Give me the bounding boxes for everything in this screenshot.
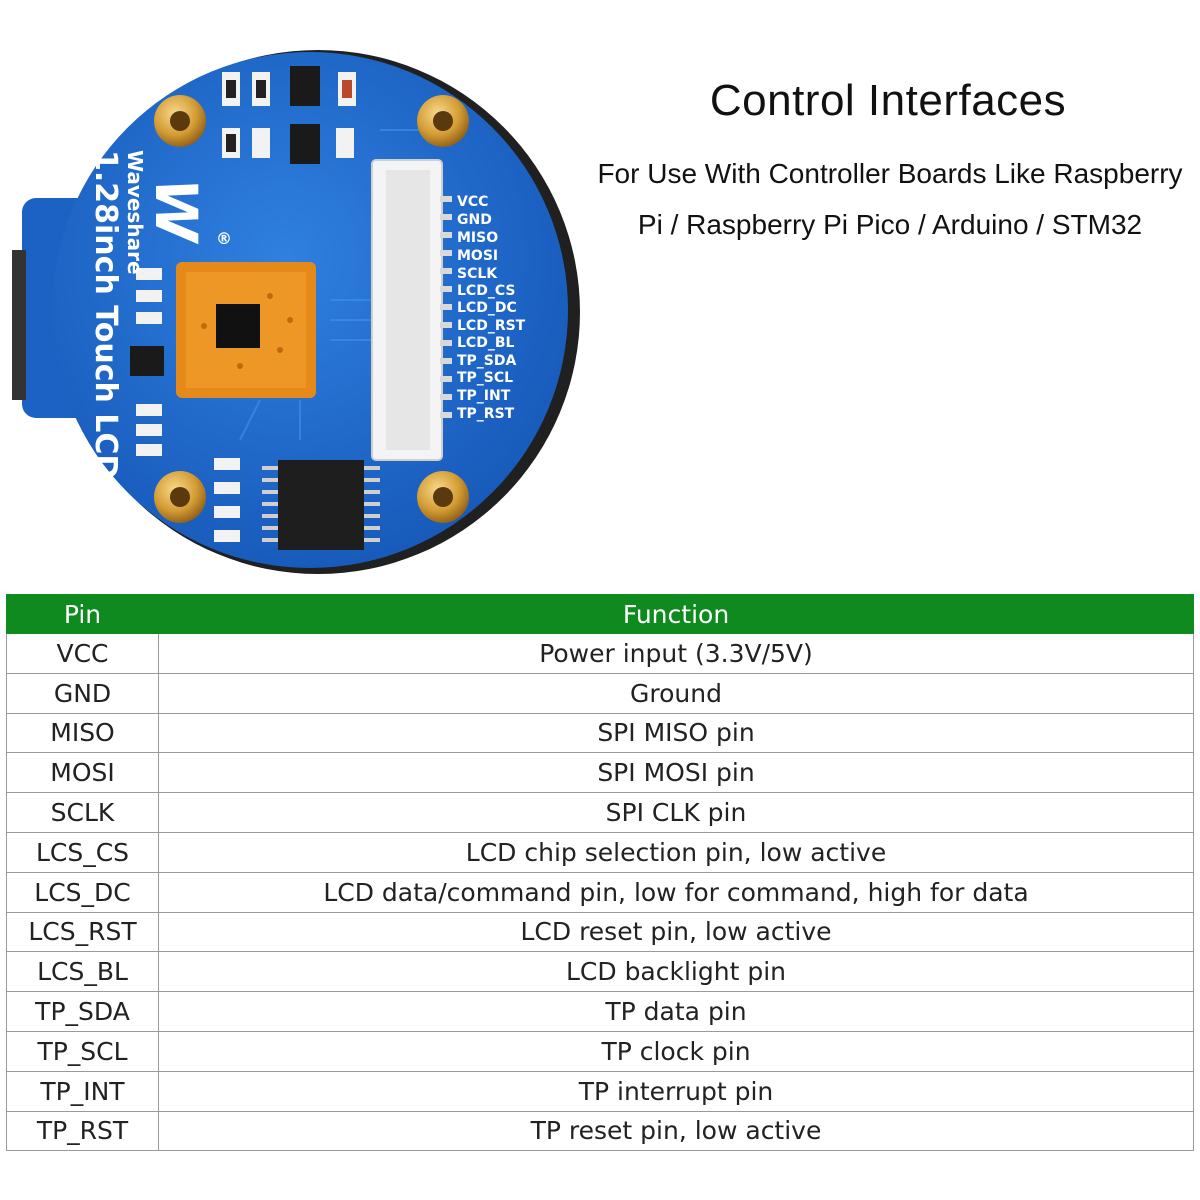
pin-cell: MOSI — [6, 752, 159, 794]
pin-cell: LCS_CS — [6, 831, 159, 873]
silk-pin-label: LCD_DC — [457, 300, 517, 316]
function-cell: TP clock pin — [158, 1030, 1194, 1072]
waveshare-logo: W — [142, 178, 210, 245]
round-lcd-board: VCC GND MISO MOSI SCLK LCD_CS LCD_DC LCD… — [12, 50, 580, 574]
pin-cell: SCLK — [6, 792, 159, 833]
silk-pin-label: LCD_CS — [457, 283, 515, 299]
silk-pin-label: GND — [457, 212, 492, 228]
silk-pin-label: MOSI — [457, 248, 498, 264]
function-cell: SPI CLK pin — [158, 792, 1194, 833]
silk-pin-label: TP_INT — [457, 388, 511, 404]
silk-pin-label: VCC — [457, 194, 488, 210]
pin-cell: TP_SCL — [6, 1030, 159, 1072]
pin-cell: LCS_RST — [6, 911, 159, 953]
smd-components-top — [222, 66, 356, 164]
mounting-holes — [154, 95, 469, 523]
function-cell: TP reset pin, low active — [158, 1110, 1194, 1152]
page-title: Control Interfaces — [709, 76, 1067, 125]
column-header-function: Function — [158, 594, 1194, 634]
silk-pin-label: LCD_RST — [457, 318, 526, 334]
pin-cell: LCS_BL — [6, 951, 159, 993]
function-cell: LCD reset pin, low active — [158, 911, 1194, 953]
subtitle-line: For Use With Controller Boards Like Rasp… — [597, 158, 1183, 189]
silk-pin-label: MISO — [457, 230, 498, 246]
function-cell: LCD backlight pin — [158, 951, 1194, 993]
function-cell: LCD chip selection pin, low active — [158, 831, 1194, 873]
function-cell: TP data pin — [158, 991, 1194, 1032]
pin-cell: VCC — [6, 633, 159, 674]
silk-pin-label: TP_RST — [457, 406, 515, 422]
smd-components-left — [130, 268, 164, 456]
brand-silkscreen: Waveshare — [123, 150, 147, 275]
function-cell: Ground — [158, 672, 1194, 714]
silk-pin-label: TP_SCL — [457, 370, 513, 386]
pin-cell: TP_SDA — [6, 991, 159, 1032]
function-cell: SPI MISO pin — [158, 712, 1194, 754]
function-cell: Power input (3.3V/5V) — [158, 633, 1194, 674]
column-header-pin: Pin — [6, 594, 159, 634]
product-silkscreen: 1.28inch Touch LCD — [88, 150, 123, 479]
touch-controller-flex — [176, 262, 316, 398]
fpc-connector — [371, 159, 452, 461]
pin-cell: TP_INT — [6, 1070, 159, 1112]
pin-cell: GND — [6, 672, 159, 714]
board-illustration: VCC GND MISO MOSI SCLK LCD_CS LCD_DC LCD… — [0, 0, 600, 590]
function-cell: SPI MOSI pin — [158, 752, 1194, 794]
pin-cell: TP_RST — [6, 1110, 159, 1152]
table-header-row: Pin Function — [6, 594, 1194, 634]
silk-pin-label: TP_SDA — [457, 353, 517, 369]
silk-pin-label: SCLK — [457, 266, 498, 282]
pin-cell: LCS_DC — [6, 871, 159, 913]
registered-mark: ® — [216, 229, 232, 248]
connector-pin-labels: VCC GND MISO MOSI SCLK LCD_CS LCD_DC LCD… — [457, 194, 526, 422]
logo-mark: W — [142, 178, 210, 245]
function-cell: TP interrupt pin — [158, 1070, 1194, 1112]
subtitle-line: Pi / Raspberry Pi Pico / Arduino / STM32 — [637, 209, 1143, 240]
function-cell: LCD data/command pin, low for command, h… — [158, 871, 1194, 913]
page-subtitle: For Use With Controller Boards Like Rasp… — [580, 148, 1200, 250]
silk-pin-label: LCD_BL — [457, 335, 514, 351]
pin-cell: MISO — [6, 712, 159, 754]
bottom-driver-ic — [214, 458, 380, 550]
